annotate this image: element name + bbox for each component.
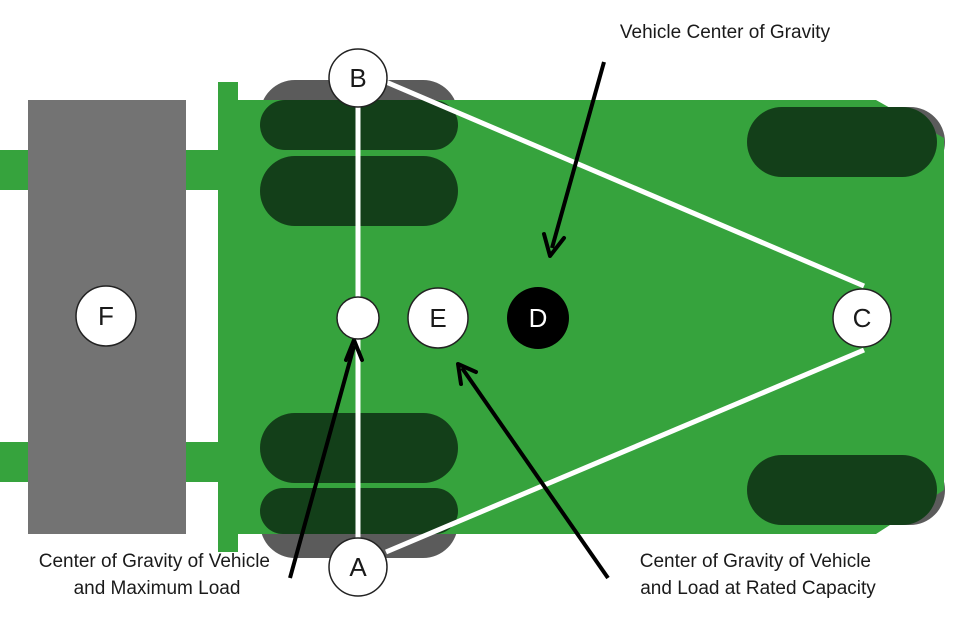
callout-vehicle-cg: Vehicle Center of Gravity — [620, 22, 831, 43]
callout-rated-capacity-cg-line-1: Center of Gravity of Vehicle — [640, 551, 871, 572]
point-d-label: D — [529, 303, 548, 333]
point-max-load-cg — [336, 296, 380, 340]
fork-carriage — [218, 82, 238, 552]
callout-rated-capacity-cg: Center of Gravity of Vehicle and Load at… — [640, 551, 877, 599]
point-f-label: F — [98, 301, 114, 331]
rear-tire-top — [747, 107, 937, 177]
arrow-to-max-load-cg — [288, 338, 364, 579]
callout-vehicle-cg-line-1: Vehicle Center of Gravity — [620, 22, 831, 43]
callout-max-load-cg-line-1: Center of Gravity of Vehicle — [39, 551, 270, 572]
point-f: F — [75, 285, 137, 347]
rear-tire-bottom — [747, 455, 937, 525]
point-e: E — [407, 287, 469, 349]
triangle-edge-a-c — [385, 347, 865, 555]
point-f-circle — [75, 285, 137, 347]
point-c-circle — [832, 288, 892, 348]
point-c-label: C — [853, 303, 872, 333]
arrow-to-vehicle-cg — [542, 61, 606, 258]
triangle-edge-b-c — [385, 79, 865, 289]
callout-rated-capacity-cg-line-2: and Load at Rated Capacity — [640, 578, 876, 599]
point-d-circle — [507, 287, 569, 349]
point-b-circle — [328, 48, 388, 108]
point-e-circle — [407, 287, 469, 349]
point-e-label: E — [429, 303, 446, 333]
point-a: A — [328, 537, 388, 597]
point-b: B — [328, 48, 388, 108]
point-c: C — [832, 288, 892, 348]
arrow-to-rated-capacity-cg — [456, 362, 610, 580]
point-d: D — [507, 287, 569, 349]
point-a-circle — [328, 537, 388, 597]
callout-max-load-cg-line-2: and Maximum Load — [74, 578, 241, 599]
point-b-label: B — [349, 63, 366, 93]
point-a-label: A — [349, 552, 367, 582]
callout-max-load-cg: Center of Gravity of Vehicle and Maximum… — [39, 551, 276, 599]
point-max-load-cg-circle — [336, 296, 380, 340]
